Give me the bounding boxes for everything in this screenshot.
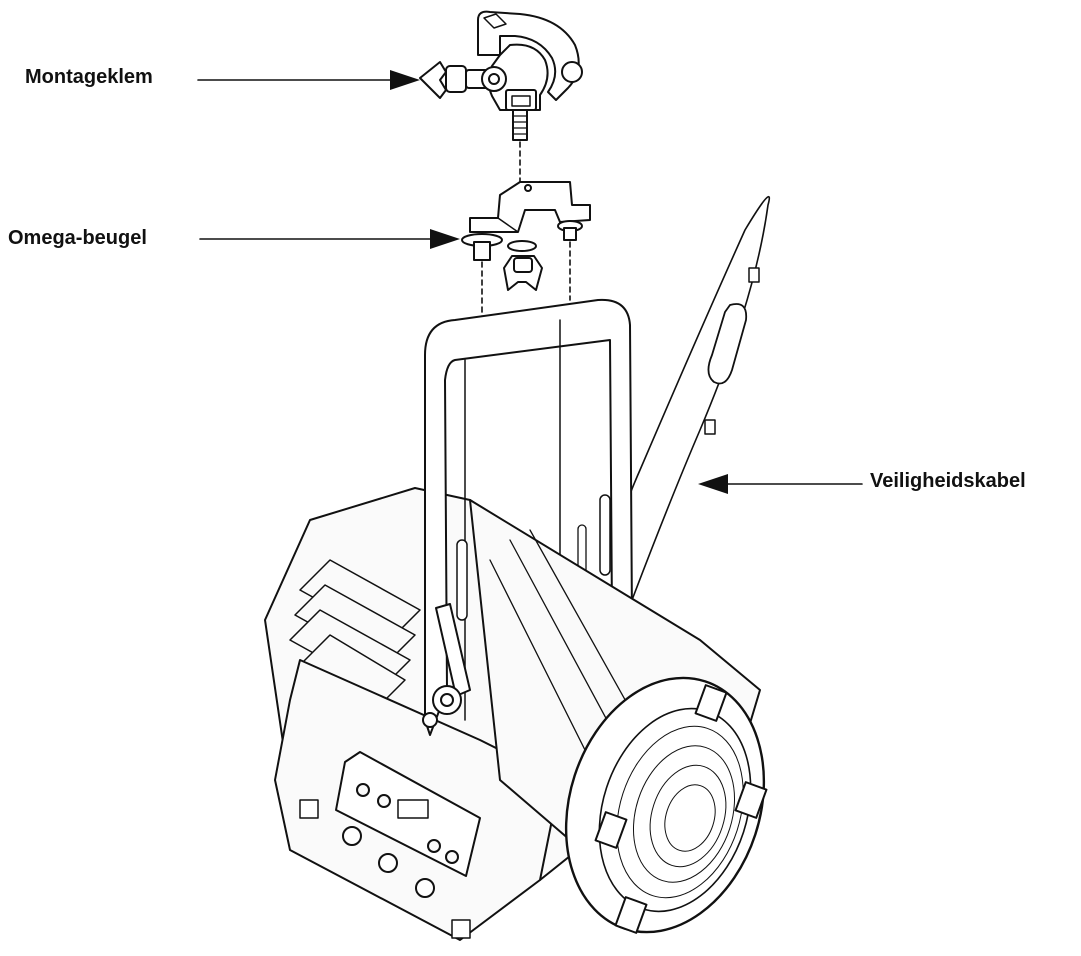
yoke-lock-handle	[422, 603, 471, 728]
lens-assembly	[564, 676, 768, 934]
label-mounting-clamp: Montageklem	[25, 66, 153, 88]
omega-bracket	[461, 181, 591, 291]
arrow-head-cable	[698, 474, 728, 494]
arrow-head-clamp	[390, 70, 420, 90]
mounting-clamp	[419, 10, 583, 141]
callout-arrows	[197, 70, 863, 494]
label-safety-cable: Veiligheidskabel	[870, 470, 1026, 492]
arrow-head-omega	[430, 229, 460, 249]
safety-cable	[612, 195, 771, 601]
label-omega-bracket: Omega-beugel	[8, 227, 147, 249]
